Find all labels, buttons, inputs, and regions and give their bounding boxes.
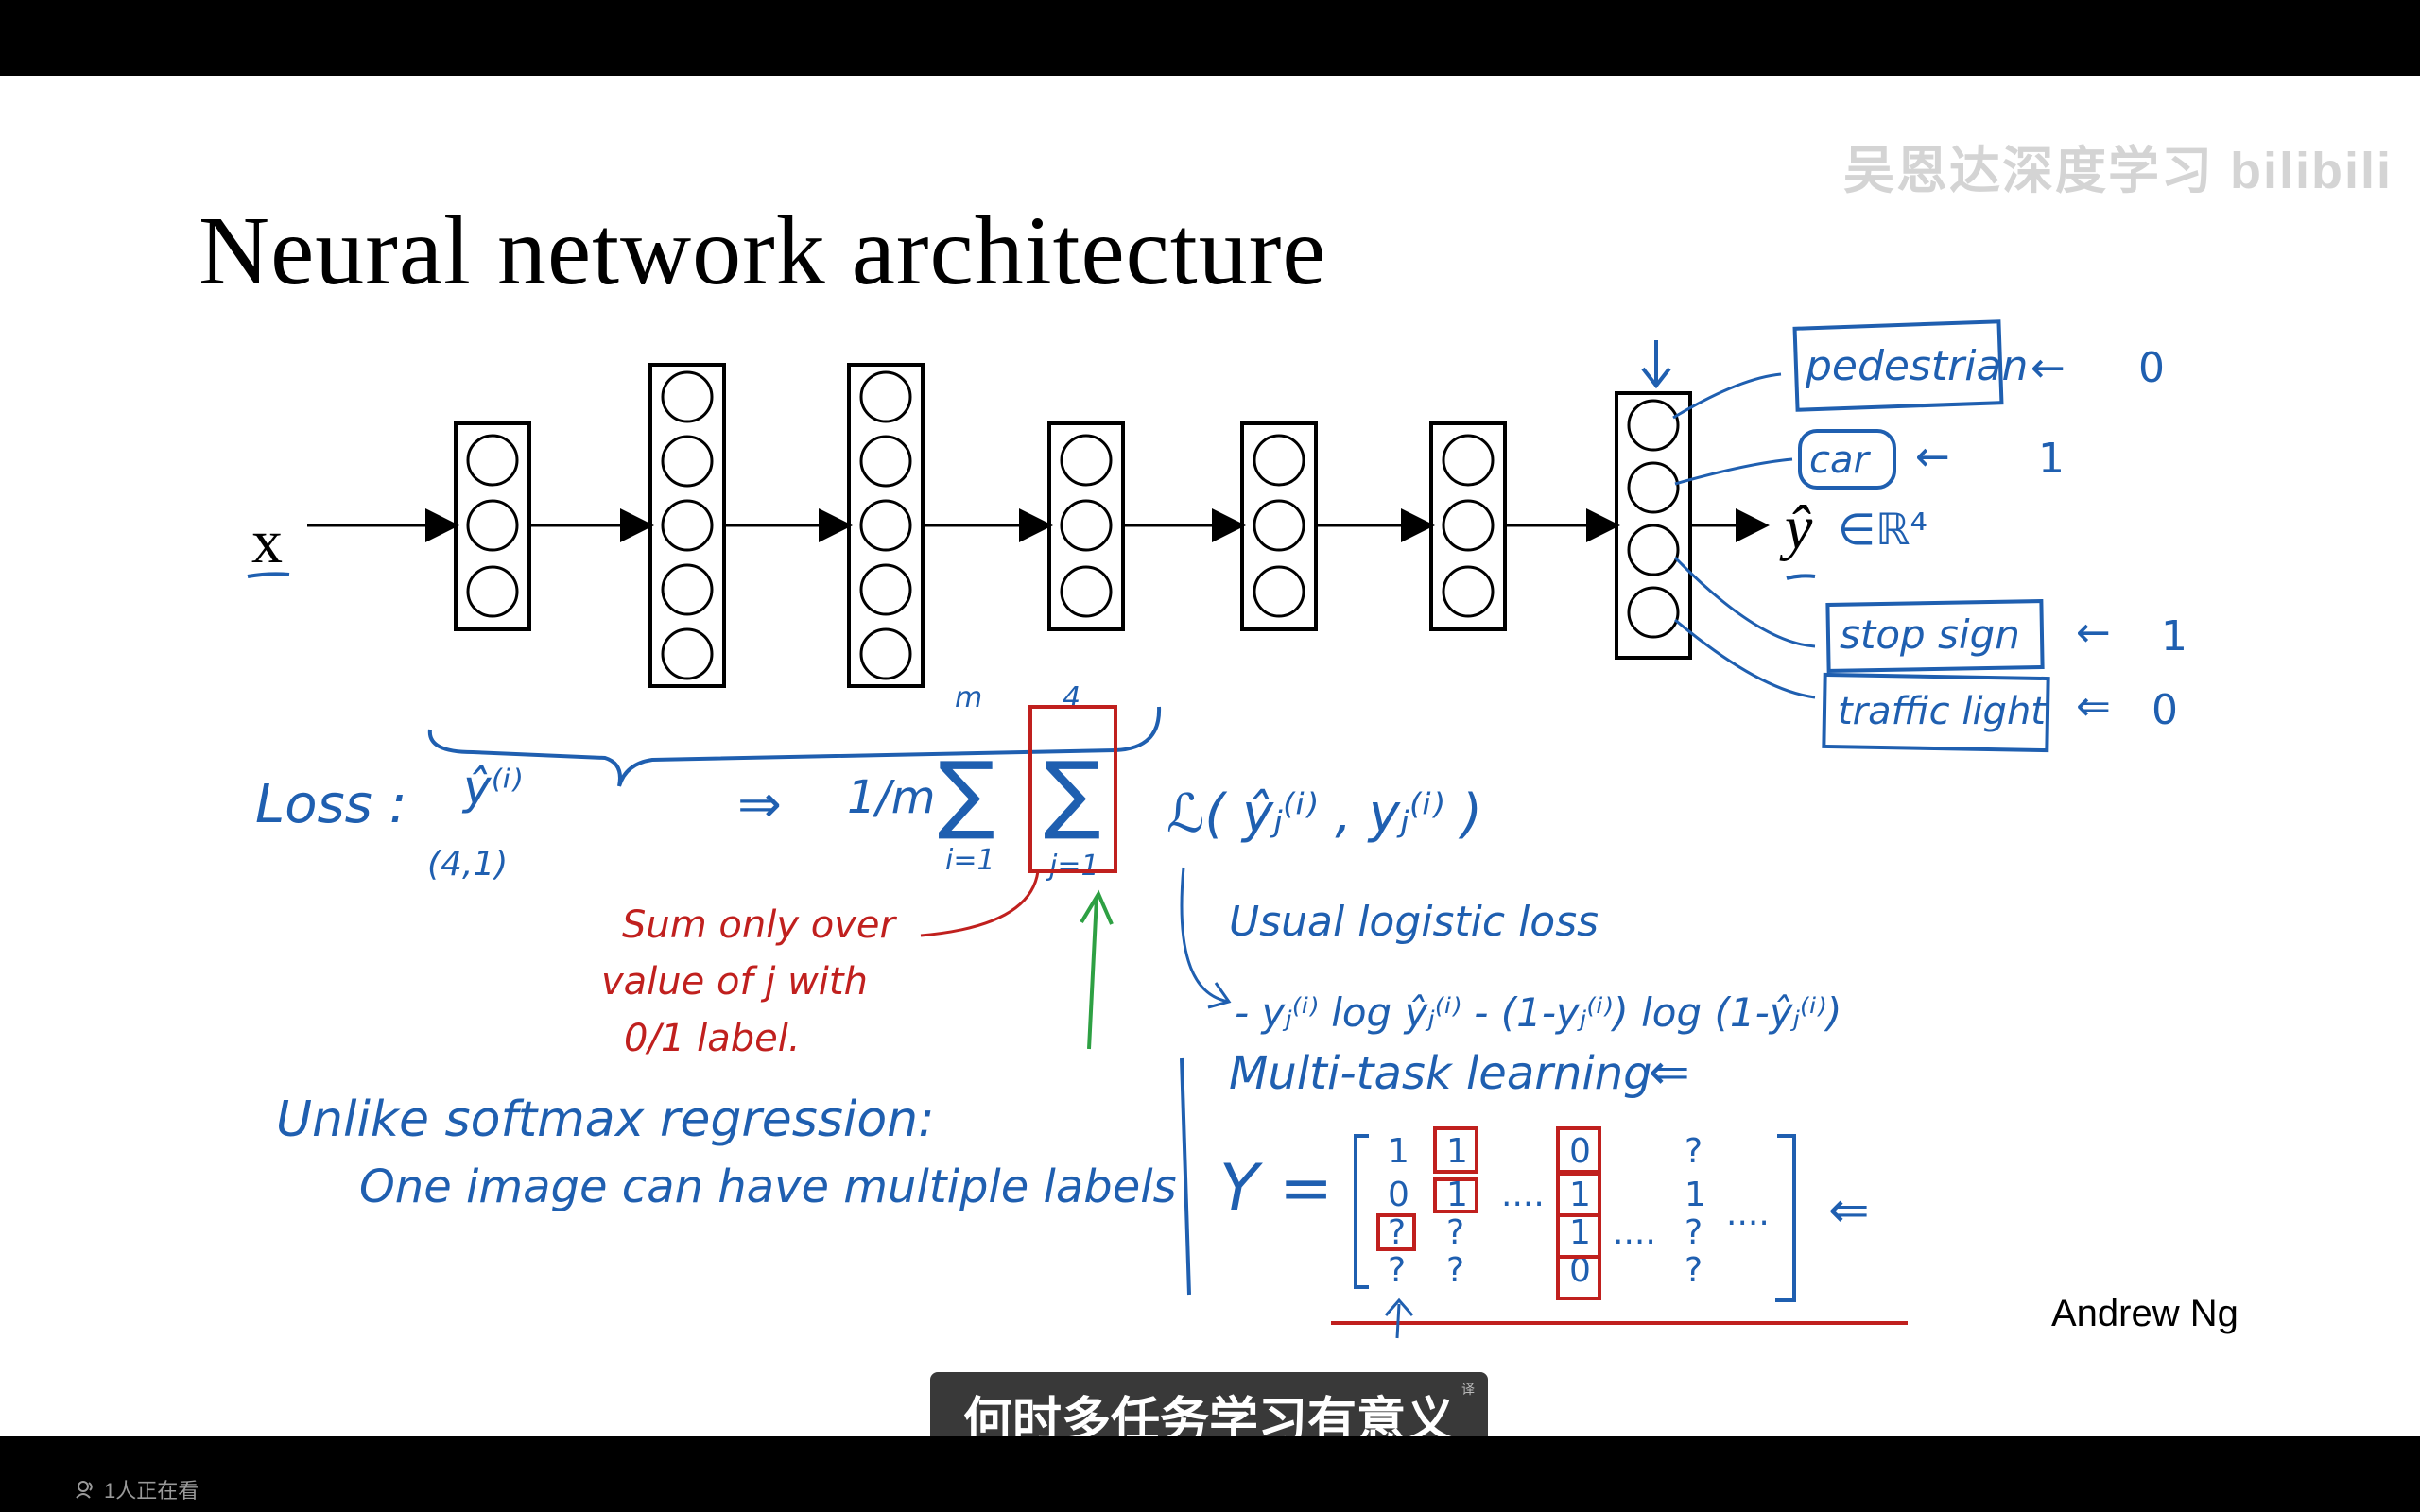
output-space: ∈ℝ⁴ <box>1838 504 1927 555</box>
svg-text:0/1 label.: 0/1 label. <box>624 1017 801 1060</box>
svg-text:- yⱼ⁽ⁱ⁾ log ŷⱼ⁽ⁱ⁾ - (1-yⱼ⁽ⁱ⁾): - yⱼ⁽ⁱ⁾ log ŷⱼ⁽ⁱ⁾ - (1-yⱼ⁽ⁱ⁾) log (1-ŷⱼ⁽… <box>1235 989 1841 1036</box>
svg-text:←: ← <box>2076 609 2111 657</box>
svg-text:?: ? <box>1685 1213 1703 1252</box>
svg-text:4: 4 <box>1063 681 1080 714</box>
red-note: Sum only over value of j with 0/1 label. <box>601 903 898 1060</box>
svg-text:1/m: 1/m <box>847 771 935 824</box>
label-stop-sign: stop sign ← 1 <box>1825 598 2187 674</box>
svg-text:car: car <box>1809 438 1872 482</box>
svg-text:1: 1 <box>1446 1176 1468 1214</box>
svg-text:1: 1 <box>1388 1132 1409 1171</box>
svg-text:?: ? <box>1446 1251 1464 1290</box>
author-signature: Andrew Ng <box>2051 1293 2238 1334</box>
svg-text:(4,1): (4,1) <box>427 845 508 884</box>
svg-text:1: 1 <box>1446 1132 1468 1171</box>
viewers-icon <box>76 1481 93 1499</box>
bottom-letterbox <box>0 1436 2420 1512</box>
svg-text:0: 0 <box>1569 1132 1591 1171</box>
svg-text:Loss :: Loss : <box>255 774 406 835</box>
svg-text:Y =: Y = <box>1219 1151 1333 1226</box>
svg-text:Unlike softmax regression:: Unlike softmax regression: <box>276 1091 935 1148</box>
svg-text:Sum only over: Sum only over <box>622 903 898 947</box>
inner-sum-highlight <box>1028 705 1117 873</box>
svg-text:1: 1 <box>2161 612 2187 661</box>
layer-1 <box>454 421 531 631</box>
label-matrix: Y = 1 0 ? ? 1 1 ? ? .... 0 1 1 0 .... ? … <box>1219 1132 1796 1302</box>
input-x: x <box>251 507 283 576</box>
svg-text:∑: ∑ <box>938 744 995 843</box>
svg-text:1: 1 <box>1685 1176 1706 1214</box>
svg-text:?: ? <box>1685 1251 1703 1290</box>
svg-text:0: 0 <box>1569 1251 1591 1290</box>
lecture-slide: Neural network architecture 吴恩达深度学习 bili… <box>0 76 2420 1436</box>
svg-text:ℒ( ŷⱼ⁽ⁱ⁾ , yⱼ⁽ⁱ⁾ ): ℒ( ŷⱼ⁽ⁱ⁾ , yⱼ⁽ⁱ⁾ ) <box>1167 783 1482 845</box>
output-layer <box>1615 391 1692 660</box>
svg-text:m: m <box>955 681 982 714</box>
svg-text:⇐: ⇐ <box>2076 682 2111 730</box>
svg-text:?: ? <box>1388 1251 1406 1290</box>
svg-text:1: 1 <box>1569 1176 1591 1214</box>
svg-text:ŷ⁽ⁱ⁾: ŷ⁽ⁱ⁾ <box>461 760 523 815</box>
svg-text:1: 1 <box>1569 1213 1591 1252</box>
top-letterbox <box>0 0 2420 76</box>
layer-5 <box>1240 421 1318 631</box>
svg-text:Usual logistic loss: Usual logistic loss <box>1229 898 1599 946</box>
svg-text:value of j with: value of j with <box>601 960 868 1004</box>
svg-text:....: .... <box>1726 1194 1770 1233</box>
viewers-text: 1人正在看 <box>104 1479 199 1503</box>
translate-mark: 译 <box>1461 1382 1475 1397</box>
matrix-highlights <box>1376 1126 1601 1300</box>
output-yhat: ŷ <box>1779 493 1813 562</box>
slide-title: Neural network architecture <box>199 197 1327 305</box>
svg-text:?: ? <box>1388 1213 1406 1252</box>
svg-text:traffic light: traffic light <box>1838 690 2047 733</box>
network-diagram: x <box>247 319 2187 1339</box>
label-pedestrian: pedestrian ← 0 <box>1792 319 2165 412</box>
label-traffic-light: traffic light ⇐ 0 <box>1822 672 2178 753</box>
svg-text:0: 0 <box>1388 1176 1409 1214</box>
svg-text:⇐: ⇐ <box>1649 1044 1690 1101</box>
label-car: car ← 1 <box>1798 429 2065 490</box>
svg-text:⇐: ⇐ <box>1828 1182 1870 1239</box>
bilibili-watermark: 吴恩达深度学习 bilibili <box>1843 143 2393 199</box>
svg-text:pedestrian: pedestrian <box>1805 342 2028 390</box>
svg-text:?: ? <box>1685 1132 1703 1171</box>
svg-text:stop sign: stop sign <box>1840 611 2020 658</box>
svg-text:⇒: ⇒ <box>737 774 782 835</box>
svg-text:←: ← <box>1915 433 1950 481</box>
svg-text:0: 0 <box>2138 344 2165 392</box>
svg-text:?: ? <box>1446 1213 1464 1252</box>
loss-equation: Loss : ŷ⁽ⁱ⁾ (4,1) ⇒ 1/m m ∑ i=1 4 ∑ j=1 … <box>255 681 1841 1036</box>
layer-3 <box>847 363 925 688</box>
svg-text:1: 1 <box>2038 435 2065 483</box>
shared-layers-brace <box>427 706 1162 787</box>
svg-text:j=1: j=1 <box>1046 850 1099 883</box>
layer-4 <box>1047 421 1125 631</box>
svg-text:....: .... <box>1501 1176 1545 1214</box>
layer-2 <box>648 363 726 688</box>
svg-text:....: .... <box>1613 1213 1656 1252</box>
svg-text:One image can have multiple la: One image can have multiple labels <box>359 1160 1177 1213</box>
svg-text:∑: ∑ <box>1044 744 1101 843</box>
svg-text:←: ← <box>2031 344 2066 392</box>
softmax-notes: Unlike softmax regression: One image can… <box>276 1091 1177 1213</box>
multitask-label: Multi-task learning <box>1229 1047 1652 1100</box>
svg-text:i=1: i=1 <box>945 844 995 877</box>
layer-6 <box>1429 421 1507 631</box>
svg-text:0: 0 <box>2152 686 2178 734</box>
viewer-count: 1人正在看 <box>76 1474 199 1504</box>
